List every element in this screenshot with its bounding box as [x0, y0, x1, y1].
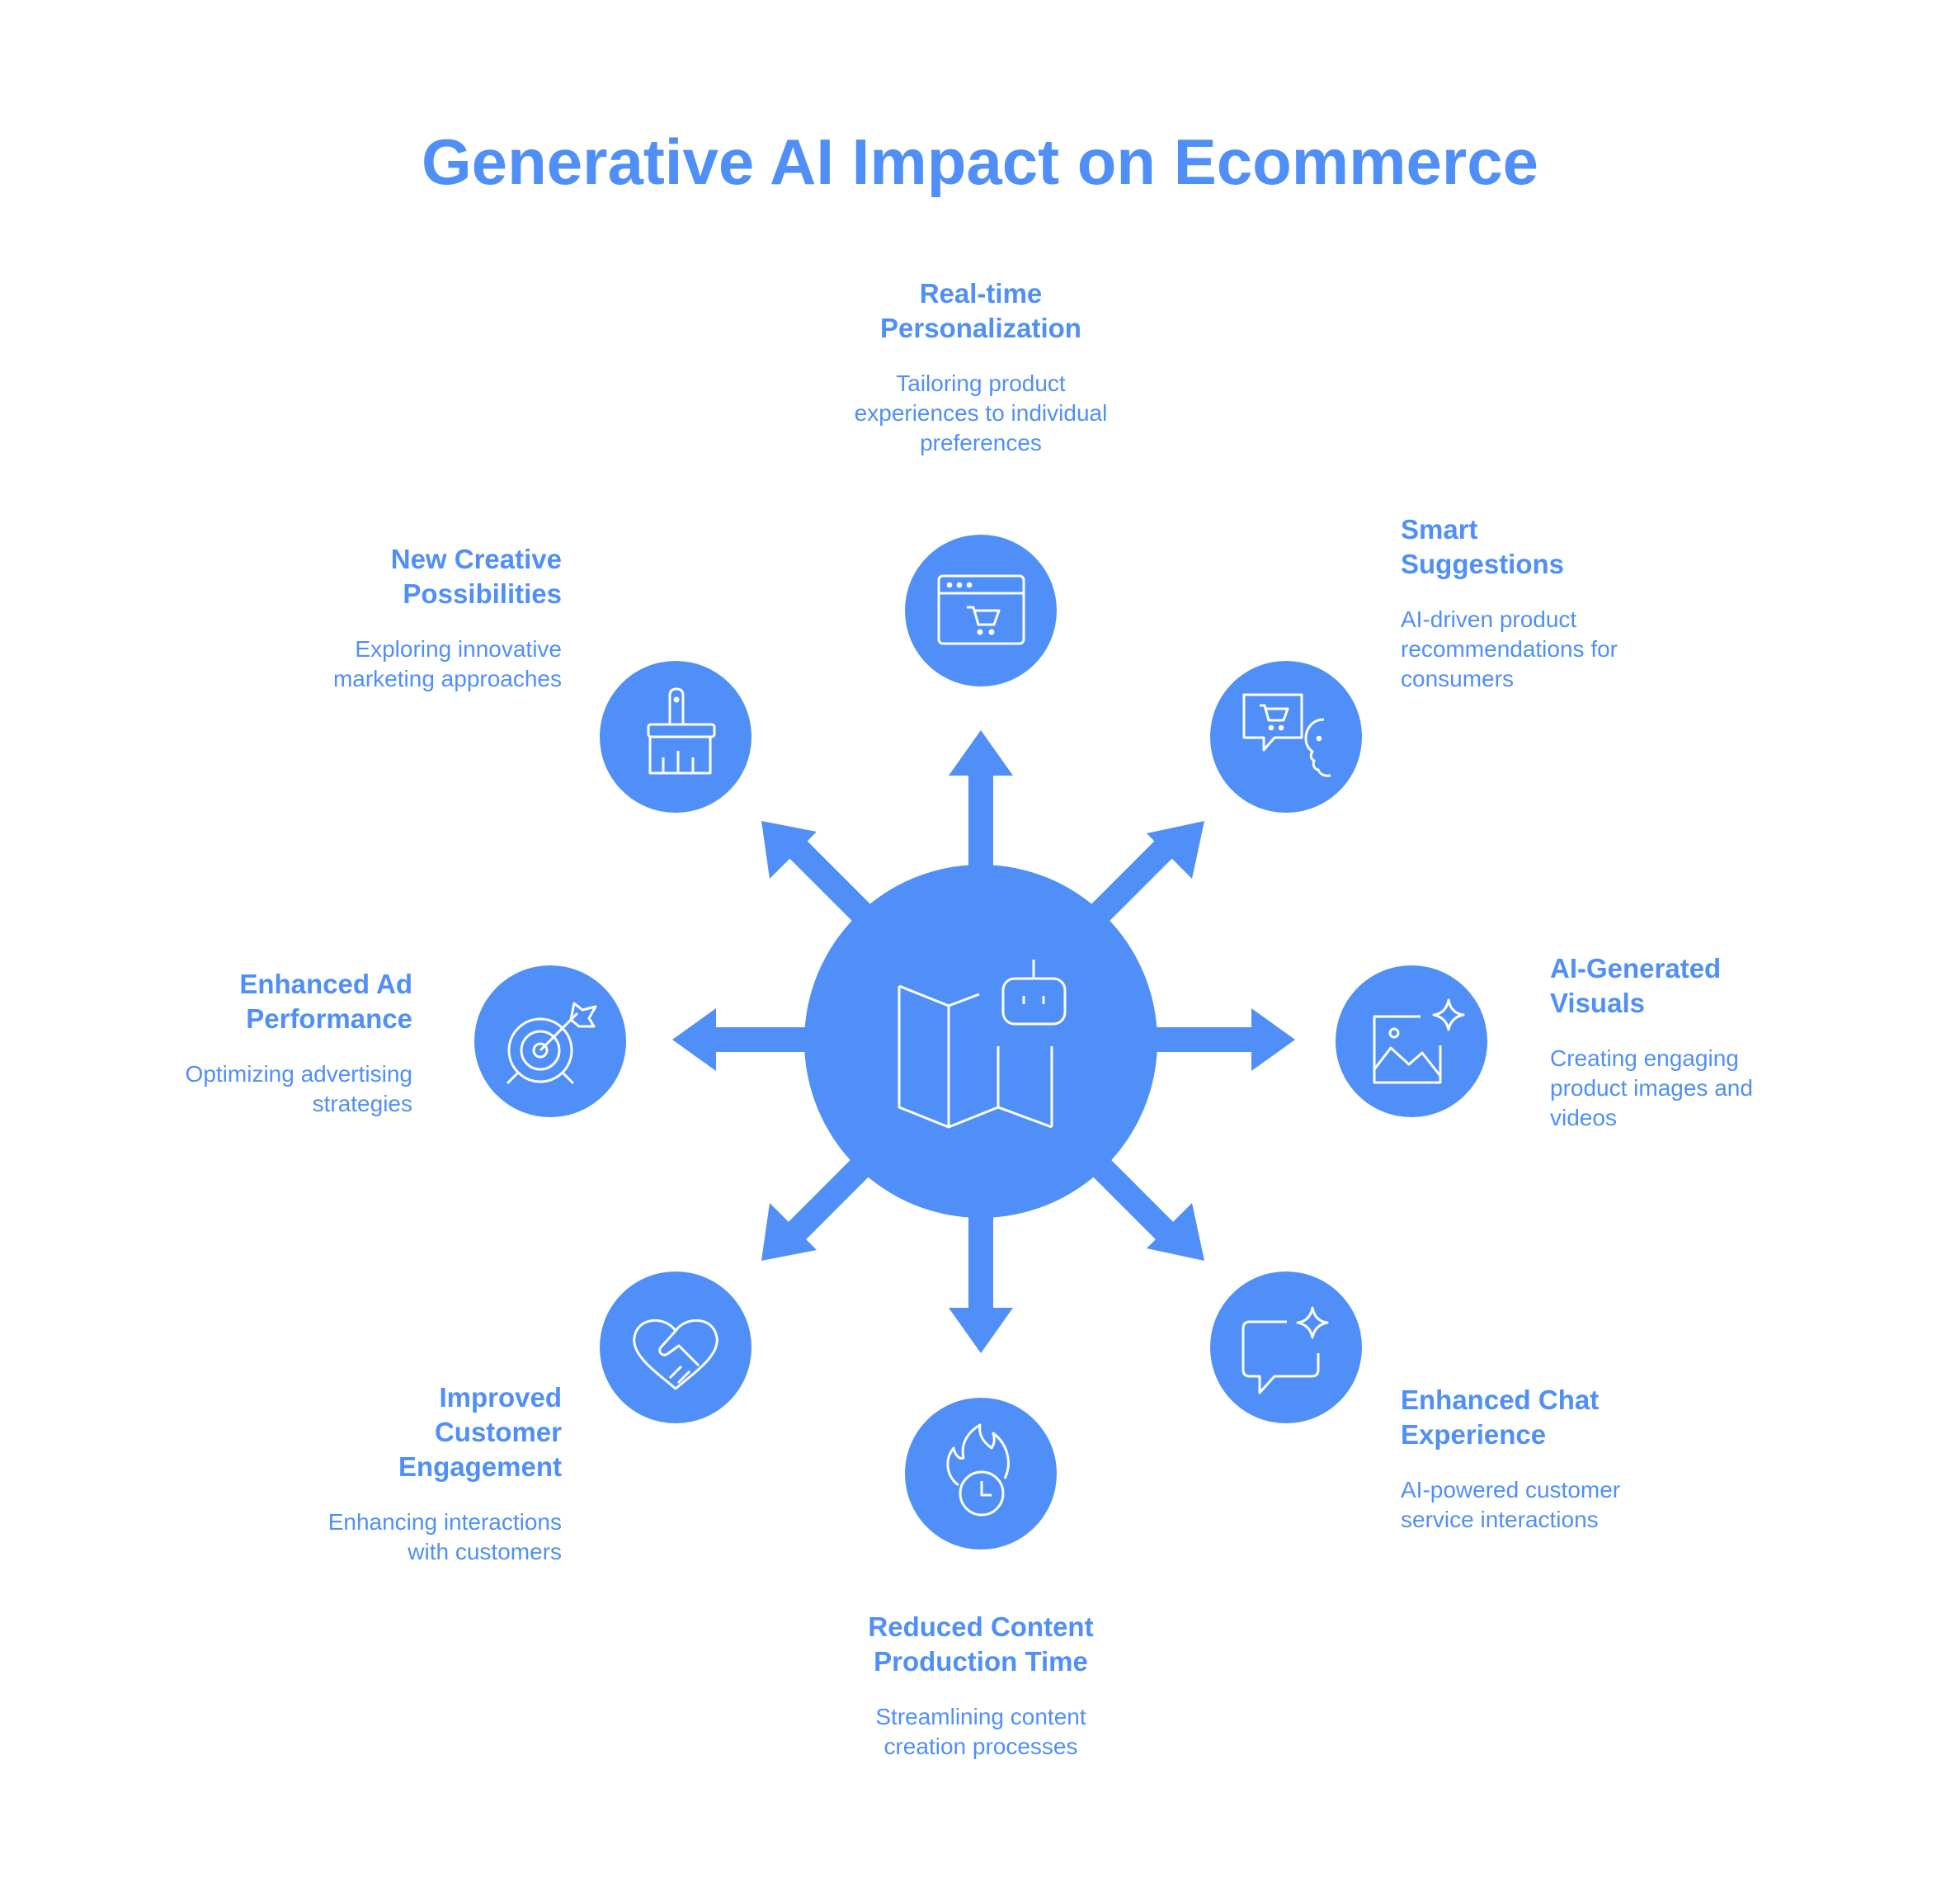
center-hub: [804, 865, 1157, 1218]
node-circle-production: [905, 1398, 1057, 1550]
arrow-right: [1155, 1008, 1295, 1071]
node-title: Real-time Personalization: [880, 278, 1081, 343]
node-title: Enhanced Chat Experience: [1401, 1385, 1600, 1450]
target-arrow-icon: [506, 1002, 597, 1085]
node-circle-smart: [1210, 661, 1362, 813]
arrow-left: [672, 1008, 813, 1071]
robot-icon: [1001, 960, 1067, 1026]
node-description: Streamlining content creation processes: [875, 1704, 1086, 1759]
node-text-engagement: Improved Customer Engagement Enhancing i…: [298, 1380, 562, 1567]
arrow-up-left: [761, 821, 874, 925]
node-description: AI-driven product recommendations for co…: [1401, 606, 1618, 691]
node-text-ads: Enhanced Ad Performance Optimizing adver…: [148, 967, 412, 1119]
node-text-realtime: Real-time Personalization Tailoring prod…: [750, 276, 1212, 458]
paintbrush-icon: [647, 687, 716, 775]
chat-sparkle-icon: [1241, 1306, 1329, 1394]
node-title: Improved Customer Engagement: [398, 1382, 562, 1482]
node-circle-realtime: [905, 535, 1057, 686]
node-circle-chat: [1210, 1271, 1362, 1423]
page-title: Generative AI Impact on Ecommerce: [422, 125, 1538, 198]
chat-cart-face-icon: [1242, 693, 1331, 777]
arrow-down-left: [761, 1154, 874, 1261]
node-description: Optimizing advertising strategies: [185, 1061, 412, 1116]
node-circle-visuals: [1336, 965, 1487, 1117]
node-circle-creative: [600, 661, 751, 813]
node-text-chat: Enhanced Chat Experience AI-powered cust…: [1401, 1383, 1665, 1535]
node-text-visuals: AI-Generated Visuals Creating engaging p…: [1550, 951, 1814, 1133]
arrow-up: [949, 730, 1013, 879]
arrow-down-right: [1088, 1154, 1204, 1261]
node-description: Creating engaging product images and vid…: [1550, 1045, 1753, 1130]
node-text-smart: Smart Suggestions AI-driven product reco…: [1401, 512, 1665, 694]
image-sparkle-icon: [1373, 998, 1465, 1084]
node-description: Tailoring product experiences to individ…: [854, 370, 1108, 455]
node-title: New Creative Possibilities: [390, 544, 562, 609]
node-text-production: Reduced Content Production Time Streamli…: [750, 1610, 1212, 1762]
fire-clock-icon: [946, 1423, 1010, 1517]
node-description: AI-powered customer service interactions: [1401, 1477, 1621, 1532]
node-text-creative: New Creative Possibilities Exploring inn…: [298, 542, 562, 694]
node-description: Exploring innovative marketing approache…: [332, 636, 562, 691]
node-circle-ads: [474, 965, 626, 1117]
node-title: AI-Generated Visuals: [1550, 953, 1722, 1018]
browser-cart-icon: [937, 574, 1025, 645]
map-icon: [898, 984, 1053, 1129]
node-circle-engagement: [600, 1271, 751, 1423]
arrow-up-right: [1088, 821, 1204, 925]
node-description: Enhancing interactions with customers: [327, 1509, 562, 1564]
node-title: Reduced Content Production Time: [868, 1611, 1094, 1677]
heart-handshake-icon: [633, 1319, 719, 1390]
node-title: Smart Suggestions: [1401, 514, 1565, 579]
node-title: Enhanced Ad Performance: [239, 969, 412, 1034]
